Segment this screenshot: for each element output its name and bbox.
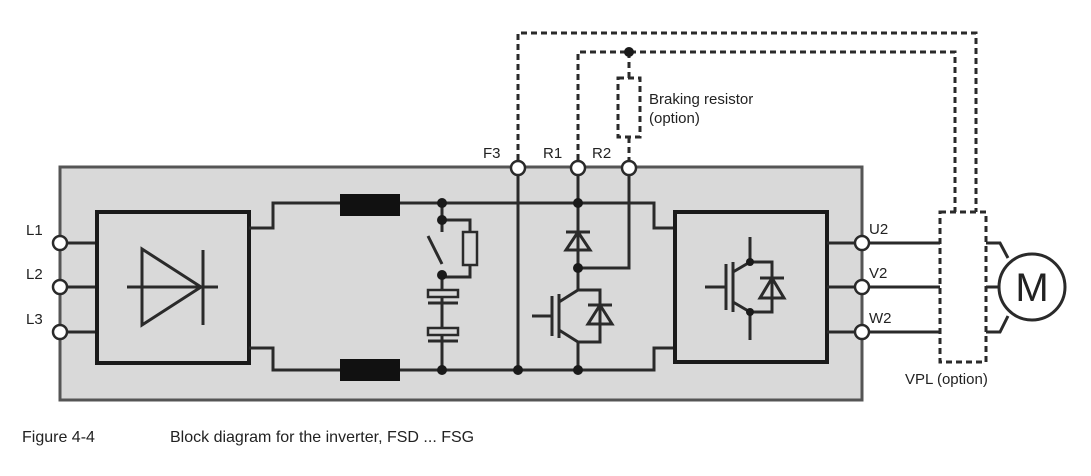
motor-label: M	[1015, 266, 1048, 310]
label-r1: R1	[543, 145, 562, 162]
igbt-icon	[705, 237, 787, 340]
inductor-top	[340, 194, 400, 216]
label-u2: U2	[869, 221, 888, 238]
terminal-r2	[620, 159, 638, 177]
vpl-label: VPL (option)	[905, 371, 988, 388]
motor: M	[986, 241, 1067, 334]
dc-link-rails	[249, 201, 675, 372]
terminal-l1	[51, 234, 69, 252]
inverter-block	[673, 210, 829, 364]
output-wiring	[827, 241, 940, 334]
label-l2: L2	[26, 266, 43, 283]
diode-icon	[563, 229, 593, 252]
motor-icon	[997, 252, 1067, 322]
switch-icon	[426, 235, 444, 265]
braking-resistor-icon	[616, 76, 642, 139]
label-w2: W2	[869, 310, 892, 327]
braking-resistor-option: (option)	[649, 110, 700, 127]
label-r2: R2	[592, 145, 611, 162]
figure-number: Figure 4-4	[22, 429, 95, 446]
rectifier-block	[95, 210, 251, 365]
diode-icon	[127, 246, 218, 328]
label-v2: V2	[869, 265, 887, 282]
terminal-f3	[509, 159, 527, 177]
figure-caption: Block diagram for the inverter, FSD ... …	[170, 429, 474, 446]
label-f3: F3	[483, 145, 501, 162]
capacitor-icon	[426, 288, 460, 343]
resistor-icon	[461, 230, 479, 267]
terminal-l2	[51, 278, 69, 296]
terminal-u2	[853, 234, 871, 252]
terminals	[51, 159, 871, 341]
label-l1: L1	[26, 222, 43, 239]
vpl-box	[938, 210, 988, 364]
terminal-r1	[569, 159, 587, 177]
terminal-w2	[853, 323, 871, 341]
braking-resistor-label: Braking resistor	[649, 91, 753, 108]
braking-chopper	[513, 168, 631, 375]
label-l3: L3	[26, 311, 43, 328]
terminal-v2	[853, 278, 871, 296]
terminal-l3	[51, 323, 69, 341]
inductor-bottom	[340, 359, 400, 381]
capacitor-branch	[426, 198, 479, 375]
